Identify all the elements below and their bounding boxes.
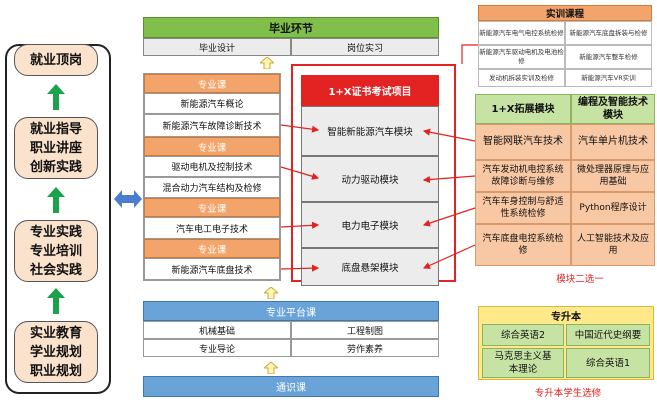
upgrade-item: 综合英语1: [566, 348, 650, 378]
connector-arrow: [422, 128, 476, 142]
platform-item: 劳作素养: [291, 339, 439, 357]
certificate-module: 底盘悬架模块: [301, 248, 439, 286]
connector-arrow: [422, 175, 476, 184]
expansion-col1-title: 1+X拓展模块: [475, 94, 571, 124]
training-item: 新能源汽车底盘拆装与检修: [565, 21, 652, 45]
upgrade-item: 中国近代史纲要: [566, 324, 650, 346]
stage-line: 学业规划: [29, 344, 82, 360]
certificate-title: 1+X证书考试项目: [301, 75, 439, 106]
stage-line: 职业讲座: [29, 140, 82, 156]
expansion-caption: 模块二选一: [556, 274, 604, 285]
connector-arrow: [280, 166, 320, 180]
connector-arrow: [280, 124, 320, 133]
expansion-col2-item: 汽车单片机技术: [571, 124, 655, 160]
connector-arrow: [280, 221, 320, 229]
course-group-header: 专业课: [144, 74, 280, 93]
course-group-header: 专业课: [144, 239, 280, 258]
training-item: 新能源汽车整车检修: [565, 45, 652, 69]
double-arrow-icon: [114, 190, 142, 208]
course-item: 新能源汽车概论: [144, 93, 280, 114]
graduation-title: 毕业环节: [143, 17, 439, 38]
stage-line: 就业顶岗: [29, 52, 82, 68]
certificate-module: 智能新能源汽车模块: [301, 106, 439, 156]
stage-employment: 就业顶岗: [14, 44, 98, 76]
course-item: 汽车电工电子技术: [144, 217, 280, 239]
training-title: 实训课程: [478, 5, 652, 21]
up-arrow-icon: [47, 187, 65, 213]
general-title: 通识课: [143, 376, 439, 397]
stage-line: 社会实践: [29, 262, 82, 278]
platform-item: 专业导论: [143, 339, 291, 357]
course-item: 新能源汽车底盘技术: [144, 258, 280, 280]
platform-title: 专业平台课: [143, 301, 439, 321]
course-item: 混合动力汽车结构及检修: [144, 177, 280, 198]
professional-courses-frame: [143, 73, 281, 281]
expansion-col2-item: 人工智能技术及应用: [571, 224, 655, 266]
stage-line: 专业培训: [29, 243, 82, 259]
stage-education: 实业教育 学业规划 职业规划: [14, 321, 98, 383]
expansion-col1-item: 汽车底盘电控系统检修: [475, 224, 571, 266]
graduation-item: 毕业设计: [143, 38, 291, 56]
platform-item: 工程制图: [291, 321, 439, 339]
certificate-module: 电力电子模块: [301, 202, 439, 248]
up-arrow-icon: [264, 362, 278, 374]
stage-line: 创新实践: [29, 159, 82, 175]
stage-practice: 专业实践 专业培训 社会实践: [14, 220, 98, 282]
expansion-col1-item: 汽车发动机电控系统故障诊断与维修: [475, 160, 571, 192]
upgrade-caption: 专升本学生选修: [534, 388, 602, 399]
training-item: 新能源汽车VR实训: [565, 69, 652, 87]
expansion-col2-item: Python程序设计: [571, 192, 655, 224]
up-arrow-icon: [264, 287, 278, 299]
upgrade-title: 专升本: [551, 311, 581, 323]
expansion-col2-title: 编程及智能技术模块: [571, 94, 655, 124]
up-arrow-icon: [260, 57, 274, 69]
connector-arrow: [280, 264, 320, 272]
upgrade-item: 马克思主义基本理论: [482, 348, 564, 378]
stage-line: 就业指导: [29, 121, 82, 137]
course-group-header: 专业课: [144, 137, 280, 156]
training-item: 新能源汽车驱动电机及电池检修: [478, 45, 565, 69]
connector-line: [461, 44, 478, 64]
graduation-item: 岗位实习: [291, 38, 439, 56]
stage-line: 专业实践: [29, 224, 82, 240]
connector-arrow: [422, 207, 476, 227]
expansion-col2-item: 微处理器原理与应用基础: [571, 160, 655, 192]
connector-arrow: [422, 244, 476, 269]
course-group-header: 专业课: [144, 198, 280, 217]
certificate-module: 动力驱动模块: [301, 156, 439, 202]
stage-line: 实业教育: [29, 325, 82, 341]
expansion-col1-item: 汽车车身控制与舒适性系统检修: [475, 192, 571, 224]
stage-line: 职业规划: [29, 363, 82, 379]
upgrade-item: 综合英语2: [482, 324, 564, 346]
course-item: 驱动电机及控制技术: [144, 156, 280, 177]
up-arrow-icon: [47, 288, 65, 314]
up-arrow-icon: [47, 84, 65, 110]
course-item: 新能源汽车故障诊断技术: [144, 114, 280, 137]
training-item: 发动机拆装实训及检修: [478, 69, 565, 87]
training-item: 新能源汽车电气电控系统检修: [478, 21, 565, 45]
expansion-col1-item: 智能网联汽车技术: [475, 124, 571, 160]
platform-item: 机械基础: [143, 321, 291, 339]
stage-guidance: 就业指导 职业讲座 创新实践: [14, 117, 98, 179]
